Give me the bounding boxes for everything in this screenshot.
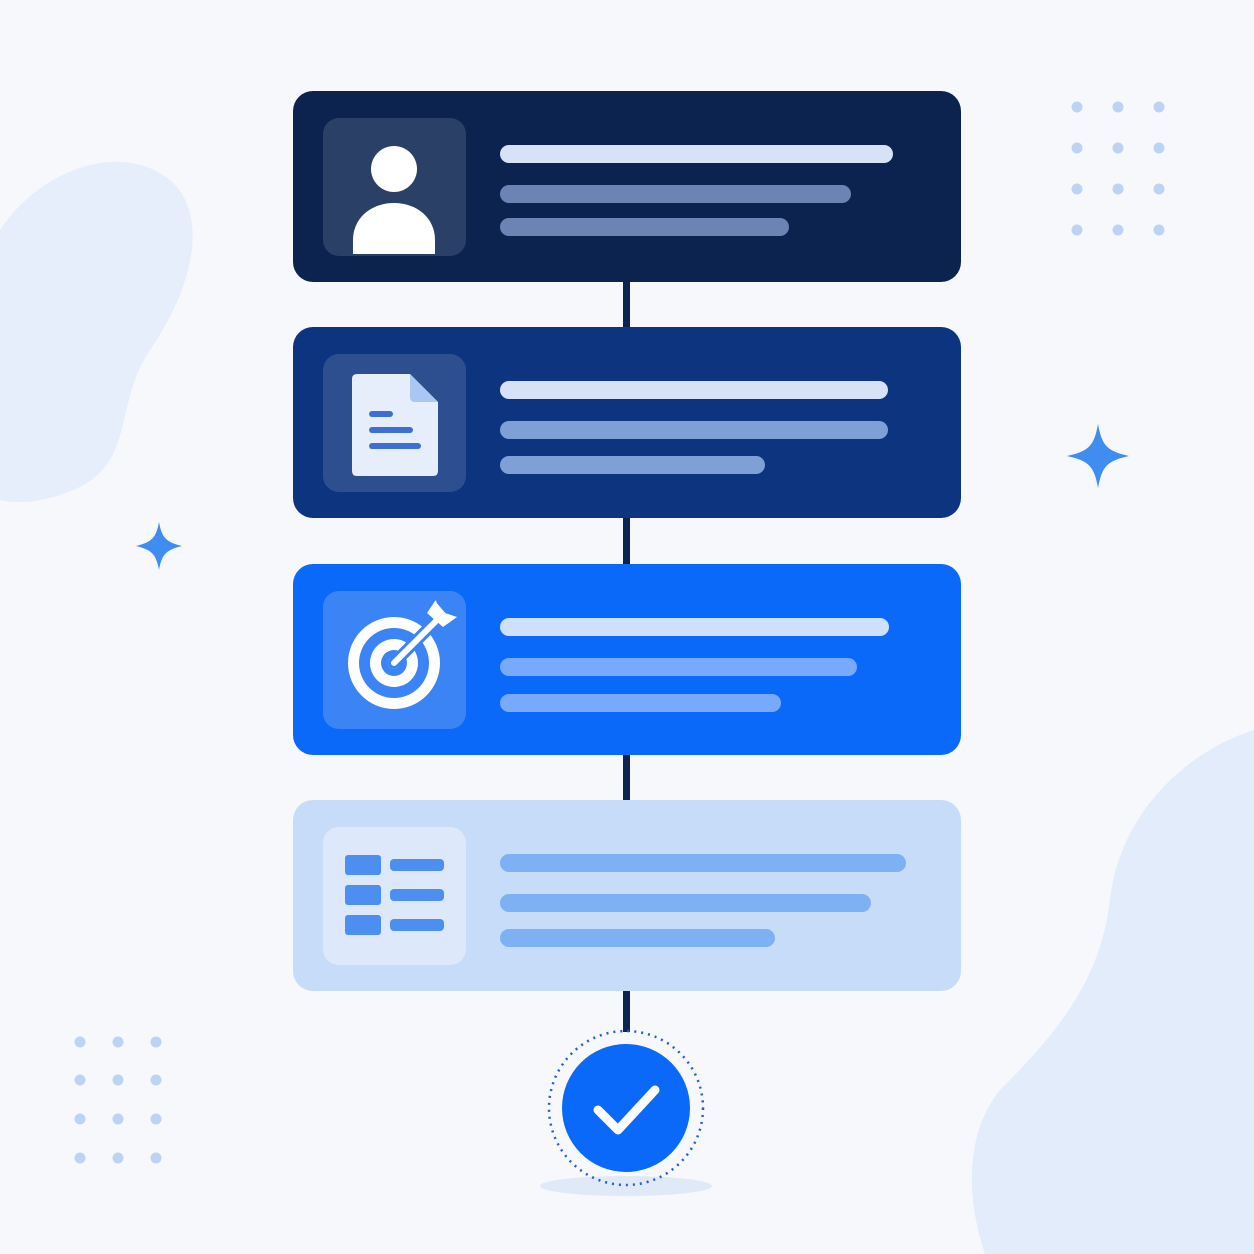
- sparkle-left: [136, 522, 182, 570]
- dot-grid-top-right: [1071, 101, 1165, 236]
- step-4-line-3: [500, 929, 775, 947]
- blob-left: [0, 161, 193, 503]
- step-1-line-1: [500, 145, 893, 163]
- step-card-2[interactable]: [293, 327, 961, 518]
- step-4-icon-tile: [323, 827, 466, 965]
- connector-1-2: [623, 282, 630, 330]
- document-icon: [352, 374, 438, 476]
- step-card-1[interactable]: [293, 91, 961, 282]
- step-card-3[interactable]: [293, 564, 961, 755]
- connector-2-3: [623, 518, 630, 566]
- step-3-icon-tile: [323, 591, 466, 729]
- step-3-line-2: [500, 658, 857, 676]
- step-3-line-3: [500, 694, 781, 712]
- list-icon: [345, 855, 444, 935]
- blob-right: [971, 730, 1254, 1254]
- checkmark-icon: [547, 1029, 705, 1187]
- step-2-icon-tile: [323, 354, 466, 492]
- dot-grid-bottom-left: [74, 1036, 162, 1164]
- step-2-line-2: [500, 421, 888, 439]
- connector-4-check: [623, 990, 630, 1032]
- step-4-line-1: [500, 854, 906, 872]
- step-1-icon-tile: [323, 118, 466, 256]
- completion-badge[interactable]: [546, 1028, 706, 1188]
- step-2-line-3: [500, 456, 765, 474]
- step-2-line-1: [500, 381, 888, 399]
- step-1-line-2: [500, 185, 851, 203]
- step-3-line-1: [500, 618, 889, 636]
- step-4-line-2: [500, 894, 871, 912]
- step-1-line-3: [500, 218, 789, 236]
- connector-3-4: [623, 754, 630, 802]
- sparkle-right: [1067, 424, 1129, 488]
- target-icon: [348, 600, 457, 709]
- step-card-4[interactable]: [293, 800, 961, 991]
- user-icon: [353, 146, 435, 254]
